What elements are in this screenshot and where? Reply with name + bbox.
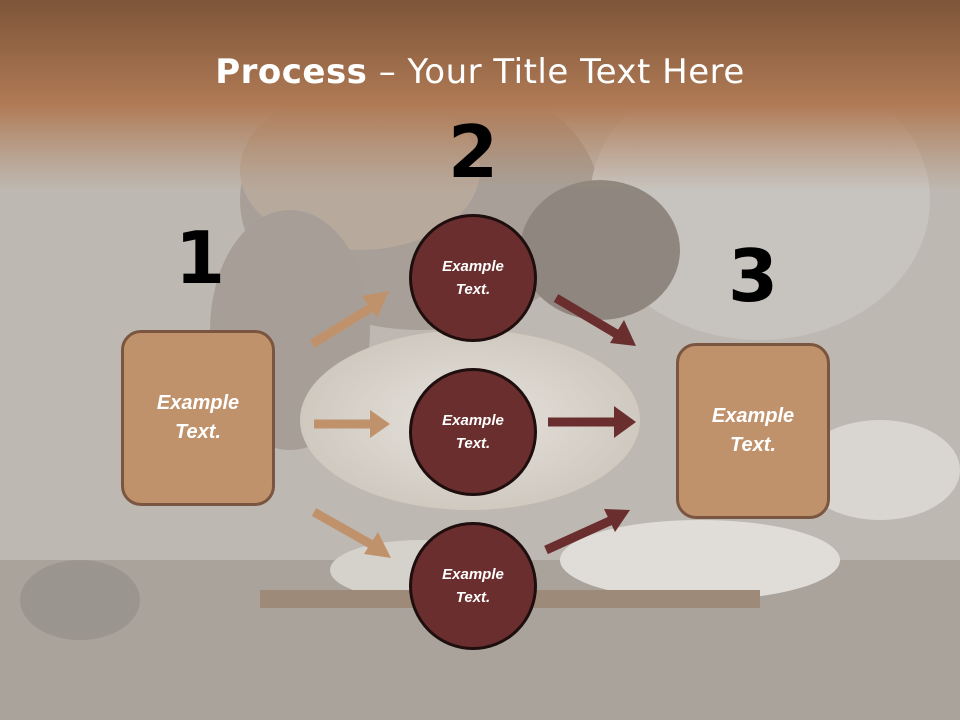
slide-title: Process – Your Title Text Here: [0, 52, 960, 92]
step-2-circle-middle: Example Text.: [409, 368, 537, 496]
step-2-text-bottom: Example Text.: [442, 566, 504, 606]
title-strong: Process: [215, 52, 368, 92]
step-1-box: Example Text.: [121, 330, 275, 506]
step-1-text: Example Text.: [156, 392, 240, 443]
step-2-circle-bottom: Example Text.: [409, 522, 537, 650]
step-2-text-middle: Example Text.: [442, 412, 504, 452]
step-3-box: Example Text.: [676, 343, 830, 519]
step-number-3: 3: [727, 234, 779, 318]
step-number-1: 1: [174, 216, 226, 300]
step-3-text: Example Text.: [711, 405, 795, 456]
title-rest: – Your Title Text Here: [367, 52, 745, 92]
step-number-2: 2: [447, 110, 499, 194]
step-2-text-top: Example Text.: [442, 258, 504, 298]
step-2-circle-top: Example Text.: [409, 214, 537, 342]
